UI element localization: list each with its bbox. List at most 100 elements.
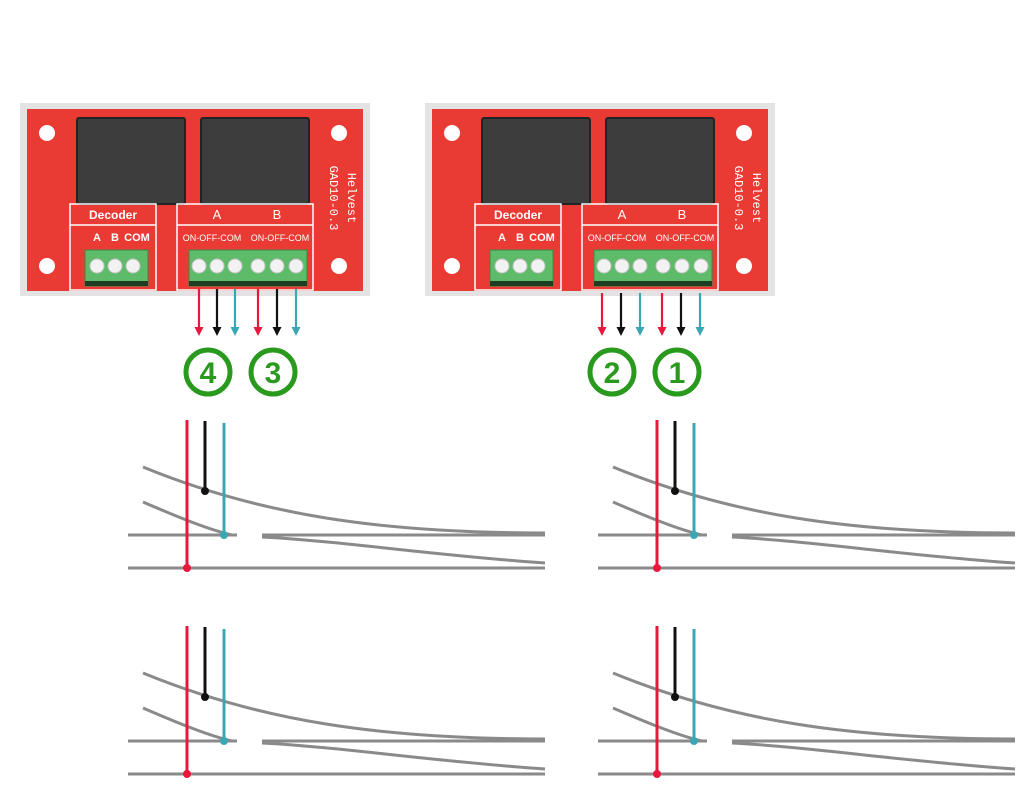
diverging-outer-rail — [142, 465, 546, 535]
badge-number: 2 — [604, 357, 621, 390]
mounting-hole — [444, 125, 460, 141]
wire-on-joint — [653, 770, 661, 778]
mounting-hole — [331, 125, 347, 141]
wire-com-joint — [690, 531, 698, 539]
decoder-input-block: Decoder A B COM — [69, 203, 157, 291]
wire-off-joint — [671, 487, 679, 495]
badge-number: 3 — [265, 357, 282, 390]
terminal-base — [85, 281, 148, 286]
closure-rail — [261, 535, 546, 565]
output-a-label: A — [213, 207, 222, 222]
closure-rail — [731, 741, 1016, 771]
terminal-screw — [494, 258, 510, 274]
wire-com-joint — [220, 531, 228, 539]
wire-on-joint — [183, 770, 191, 778]
mounting-hole — [39, 125, 55, 141]
decoder-pin-com: COM — [124, 232, 150, 244]
relay-b — [200, 117, 310, 205]
badge-ring — [587, 347, 637, 397]
wire-on-joint — [183, 564, 191, 572]
wire-com-joint — [220, 737, 228, 745]
channel-badge-4: 4 — [183, 347, 233, 397]
relay-a — [76, 117, 186, 205]
diverging-outer-rail — [612, 671, 1016, 741]
turnout-bottom-right — [598, 626, 1016, 778]
terminal-screw — [614, 258, 630, 274]
terminal-screw — [89, 258, 105, 274]
decoder-title: Decoder — [494, 208, 542, 222]
terminal-screw — [125, 258, 141, 274]
relay-a — [481, 117, 591, 205]
output-a-pins: ON-OFF-COM — [588, 233, 647, 243]
decoder-input-block: Decoder A B COM — [474, 203, 562, 291]
decoder-title: Decoder — [89, 208, 137, 222]
output-a-pins: ON-OFF-COM — [183, 233, 242, 243]
output-wire-arrows — [194, 289, 301, 336]
output-terminal-block — [593, 249, 713, 287]
terminal-screw — [530, 258, 546, 274]
turnout-bottom-left — [128, 626, 546, 778]
wire-com-joint — [690, 737, 698, 745]
badge-number: 1 — [669, 357, 686, 390]
diverging-outer-rail — [142, 671, 546, 741]
relay-b — [605, 117, 715, 205]
terminal-screw — [269, 258, 285, 274]
output-block: A B ON-OFF-COM ON-OFF-COM — [581, 203, 719, 291]
diverging-outer-rail — [612, 465, 1016, 535]
terminal-screw — [512, 258, 528, 274]
terminal-screw — [693, 258, 709, 274]
closure-rail — [261, 741, 546, 771]
output-terminal-block — [188, 249, 308, 287]
badge-ring — [183, 347, 233, 397]
wire-off-joint — [201, 693, 209, 701]
mounting-hole — [39, 258, 55, 274]
terminal-base — [490, 281, 553, 286]
channel-badge-1: 1 — [652, 347, 702, 397]
terminal-screw — [655, 258, 671, 274]
terminal-screw — [227, 258, 243, 274]
mounting-hole — [736, 258, 752, 274]
wire-on-joint — [653, 564, 661, 572]
terminal-base — [189, 281, 307, 286]
terminal-screw — [107, 258, 123, 274]
terminal-screw — [209, 258, 225, 274]
output-b-pins: ON-OFF-COM — [656, 233, 715, 243]
output-silk-box — [176, 203, 314, 291]
output-a-label: A — [618, 207, 627, 222]
channel-badge-2: 2 — [587, 347, 637, 397]
decoder-silk-box — [69, 203, 157, 291]
decoder-pin-b: B — [516, 232, 524, 244]
terminal-screw — [632, 258, 648, 274]
badge-ring — [248, 347, 298, 397]
decoder-pin-a: A — [93, 232, 101, 244]
turnout-top-right — [598, 420, 1016, 572]
controller-board-left: Helvest GAD10-0.3 Decoder A B COM A B ON… — [20, 103, 370, 336]
badge-ring — [652, 347, 702, 397]
output-b-label: B — [678, 207, 687, 222]
badge-number: 4 — [200, 357, 217, 390]
terminal-screw — [596, 258, 612, 274]
wire-off-joint — [201, 487, 209, 495]
terminal-screw — [674, 258, 690, 274]
mounting-hole — [444, 258, 460, 274]
board-brand: Helvest — [344, 173, 358, 223]
output-block: A B ON-OFF-COM ON-OFF-COM — [176, 203, 314, 291]
output-silk-box — [581, 203, 719, 291]
output-b-label: B — [273, 207, 282, 222]
closure-rail — [731, 535, 1016, 565]
terminal-base — [594, 281, 712, 286]
controller-board-right: Helvest GAD10-0.3 Decoder A B COM A B ON… — [425, 103, 775, 336]
terminal-screw — [288, 258, 304, 274]
decoder-pin-b: B — [111, 232, 119, 244]
terminal-screw — [250, 258, 266, 274]
wire-off-joint — [671, 693, 679, 701]
board-model: GAD10-0.3 — [326, 166, 340, 231]
turnout-top-left — [128, 420, 546, 572]
board-brand: Helvest — [749, 173, 763, 223]
decoder-silk-box — [474, 203, 562, 291]
terminal-screw — [191, 258, 207, 274]
output-wire-arrows — [597, 293, 705, 336]
decoder-pin-a: A — [498, 232, 506, 244]
decoder-pin-com: COM — [529, 232, 555, 244]
